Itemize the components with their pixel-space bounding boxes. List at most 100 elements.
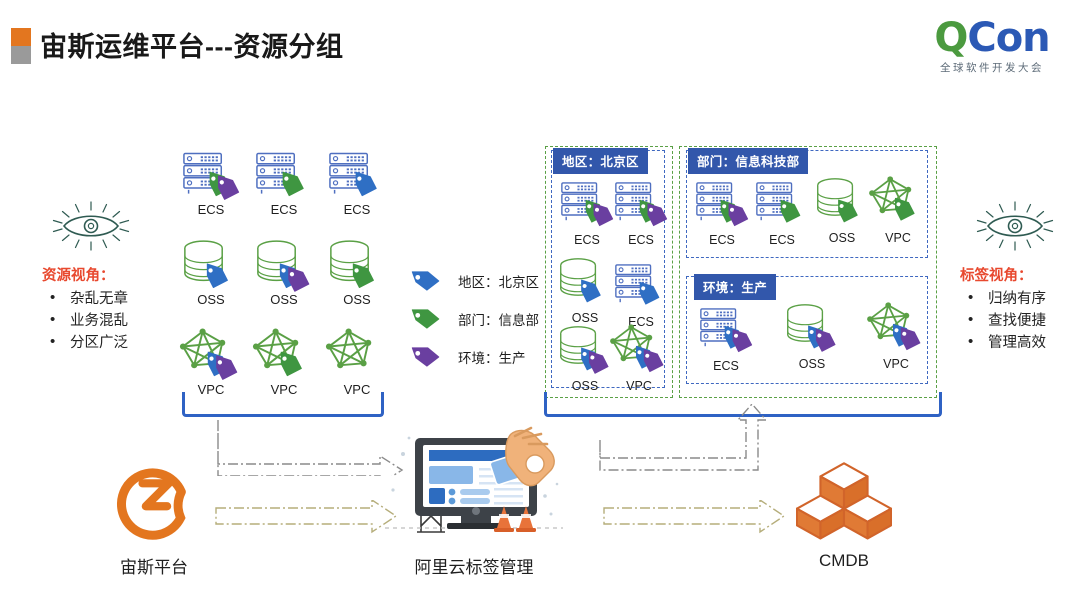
qcon-logo-q: Q bbox=[934, 15, 968, 61]
tag-viewpoint-panel: 标签视角： 归纳有序 查找便捷 管理高效 bbox=[960, 196, 1080, 354]
legend-item-region: 地区：北京区 bbox=[410, 262, 539, 300]
network-icon bbox=[324, 326, 390, 382]
zeus-logo-icon bbox=[117, 468, 186, 540]
department-environment-outer-boundary bbox=[679, 146, 937, 398]
resource-row-vpc: VPC VPC VPC bbox=[178, 326, 390, 402]
tag-legend: 地区：北京区 部门：信息部 环境：生产 bbox=[410, 262, 539, 376]
resource-label: OSS bbox=[828, 231, 856, 245]
title-marker-gray bbox=[11, 46, 31, 64]
aliyun-tag-mgmt-block[interactable]: 阿里云标签管理 bbox=[378, 424, 570, 578]
resource-oss-1[interactable]: OSS bbox=[178, 236, 244, 312]
resource-label: ECS bbox=[769, 233, 795, 247]
qcon-wordmark: QCon bbox=[922, 18, 1062, 58]
resource-label: OSS bbox=[343, 292, 371, 307]
group-department[interactable]: 部门：信息科技部 ECS ECS OSS VPC bbox=[686, 148, 932, 260]
eye-icon bbox=[48, 196, 134, 256]
resource-label: VPC bbox=[270, 382, 298, 397]
monitor-hand-icon bbox=[385, 426, 563, 533]
group-item[interactable]: OSS bbox=[551, 254, 619, 325]
resource-ecs-1[interactable]: ECS bbox=[178, 146, 244, 222]
cmdb-label: CMDB bbox=[818, 551, 870, 570]
resource-vpc-1[interactable]: VPC bbox=[178, 326, 244, 402]
group-environment[interactable]: 环境：生产 ECS OSS VPC bbox=[686, 274, 930, 386]
database-icon bbox=[251, 236, 317, 292]
eye-icon bbox=[972, 196, 1058, 256]
group-item[interactable]: OSS bbox=[808, 174, 876, 245]
flow-arrow-aliyun-to-groups bbox=[599, 404, 766, 471]
resource-label: VPC bbox=[343, 382, 371, 397]
group-item[interactable]: VPC bbox=[864, 174, 932, 245]
qcon-logo-con: Con bbox=[967, 15, 1050, 61]
group-item[interactable]: ECS bbox=[607, 258, 675, 329]
resource-label: OSS bbox=[270, 292, 298, 307]
resource-viewpoint-list: 杂乱无章 业务混乱 分区广泛 bbox=[42, 287, 192, 354]
tag-icon bbox=[410, 270, 442, 292]
network-icon bbox=[862, 300, 930, 356]
resource-label: ECS bbox=[628, 315, 654, 329]
resource-row-ecs: ECS ECS ECS bbox=[178, 146, 390, 222]
qcon-logo: QCon 全球软件开发大会 bbox=[922, 18, 1062, 75]
tag-viewpoint-heading: 标签视角： bbox=[960, 268, 1033, 284]
resource-label: OSS bbox=[571, 379, 599, 393]
group-item[interactable]: ECS bbox=[607, 176, 675, 247]
group-environment-border bbox=[686, 276, 928, 384]
tagged-group-bracket bbox=[544, 392, 942, 417]
database-icon bbox=[808, 174, 876, 230]
tag-icon bbox=[410, 346, 442, 368]
network-icon bbox=[178, 326, 244, 382]
server-icon bbox=[324, 146, 390, 202]
group-item[interactable]: ECS bbox=[688, 176, 756, 247]
tag-icon bbox=[410, 308, 442, 330]
group-item[interactable]: VPC bbox=[862, 300, 930, 371]
group-region[interactable]: 地区：北京区 ECS ECS OSS ECS OSS VPC bbox=[551, 148, 668, 393]
group-item[interactable]: OSS bbox=[551, 322, 619, 393]
database-icon bbox=[551, 322, 619, 378]
resource-oss-2[interactable]: OSS bbox=[251, 236, 317, 312]
title-marker bbox=[11, 28, 31, 64]
page-title: 宙斯运维平台---资源分组 bbox=[40, 32, 344, 62]
database-icon bbox=[778, 300, 846, 356]
resource-oss-3[interactable]: OSS bbox=[324, 236, 390, 312]
list-item: 归纳有序 bbox=[964, 287, 1080, 310]
qcon-subtitle: 全球软件开发大会 bbox=[940, 62, 1044, 74]
database-icon bbox=[178, 236, 244, 292]
group-item[interactable]: ECS bbox=[692, 302, 760, 373]
group-item[interactable]: VPC bbox=[605, 322, 673, 393]
resource-label: ECS bbox=[197, 202, 225, 217]
server-icon bbox=[688, 176, 756, 232]
list-item: 管理高效 bbox=[964, 331, 1080, 354]
resource-viewpoint-panel: 资源视角： 杂乱无章 业务混乱 分区广泛 bbox=[42, 196, 192, 354]
title-marker-orange bbox=[11, 28, 31, 46]
tag-viewpoint-list: 归纳有序 查找便捷 管理高效 bbox=[960, 287, 1080, 354]
resource-label: ECS bbox=[709, 233, 735, 247]
list-item: 查找便捷 bbox=[964, 309, 1080, 332]
server-icon bbox=[553, 176, 621, 232]
resource-label: VPC bbox=[885, 231, 911, 245]
database-icon bbox=[551, 254, 619, 310]
aliyun-tag-mgmt-label: 阿里云标签管理 bbox=[414, 558, 534, 577]
resource-vpc-3[interactable]: VPC bbox=[324, 326, 390, 402]
resource-ecs-3[interactable]: ECS bbox=[324, 146, 390, 222]
resource-ecs-2[interactable]: ECS bbox=[251, 146, 317, 222]
list-item: 分区广泛 bbox=[46, 331, 192, 354]
group-item[interactable]: ECS bbox=[748, 176, 816, 247]
group-item[interactable]: OSS bbox=[778, 300, 846, 371]
region-outer-boundary bbox=[545, 146, 673, 398]
resource-label: OSS bbox=[197, 292, 225, 307]
server-icon bbox=[748, 176, 816, 232]
server-icon bbox=[607, 176, 675, 232]
cubes-icon bbox=[795, 462, 893, 540]
group-item[interactable]: ECS bbox=[553, 176, 621, 247]
cmdb-block[interactable]: CMDB bbox=[786, 458, 902, 571]
flow-arrow-zeus-to-aliyun-return bbox=[215, 500, 398, 534]
zeus-platform-block[interactable]: 宙斯平台 bbox=[96, 462, 212, 578]
server-icon bbox=[178, 146, 244, 202]
legend-label: 地区：北京区 bbox=[458, 275, 539, 290]
resource-label: ECS bbox=[713, 359, 739, 373]
resource-vpc-2[interactable]: VPC bbox=[251, 326, 317, 402]
server-icon bbox=[692, 302, 760, 358]
flow-arrow-zeus-to-aliyun bbox=[217, 420, 404, 476]
resource-label: VPC bbox=[626, 379, 652, 393]
database-icon bbox=[324, 236, 390, 292]
